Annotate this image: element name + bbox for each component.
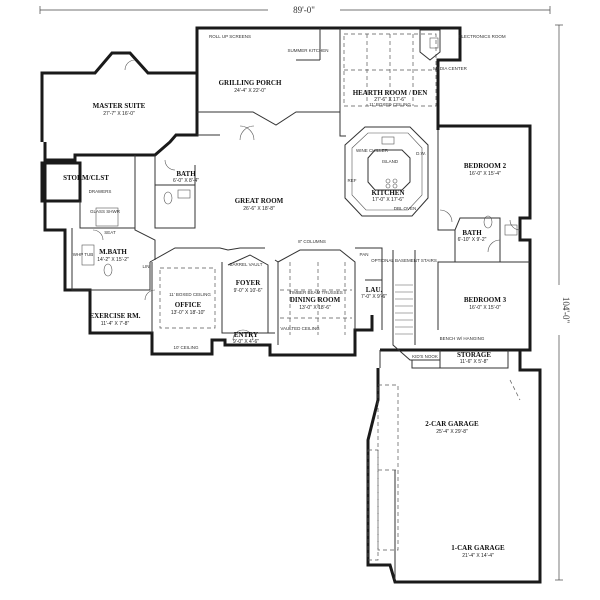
- note-refrigerator: REF: [348, 178, 357, 183]
- room-size-exercise-room: 11'-4" X 7'-8": [101, 321, 130, 327]
- note-island: ISLAND: [382, 159, 399, 164]
- note-timber-beam-trusses: TIMBER BEAM TRUSSES: [289, 290, 342, 295]
- room-size-1-car-garage: 21'-4" X 14'-4": [462, 553, 494, 559]
- room-size-foyer: 9'-0" X 10'-6": [234, 288, 263, 294]
- room-name-foyer: FOYER: [236, 279, 261, 287]
- room-name-office: OFFICE: [175, 301, 202, 309]
- room-name-great-room: GREAT ROOM: [235, 197, 284, 205]
- note-glass-shower: GLASS SHWR: [90, 209, 121, 214]
- room-name-grilling-porch: GRILLING PORCH: [219, 79, 282, 87]
- note-electronics-room: ELECTRONICS ROOM: [458, 34, 506, 39]
- room-name-hearth-room: HEARTH ROOM / DEN: [353, 89, 428, 97]
- room-size-office: 13'-0" X 18'-10": [171, 310, 206, 316]
- room-name-2-car-garage: 2-CAR GARAGE: [425, 420, 479, 428]
- room-name-1-car-garage: 1-CAR GARAGE: [451, 544, 505, 552]
- room-name-master-bath: M.BATH: [99, 248, 127, 256]
- basement-stairs: [395, 284, 413, 335]
- note-roll-up-screens: ROLL UP SCREENS: [209, 34, 251, 39]
- note-kids-nook: KID'S NOOK: [412, 354, 438, 359]
- room-name-storm-closet: STORM/CLST: [63, 174, 109, 182]
- note-office-ceiling: 10' CEILING: [173, 345, 199, 350]
- note-summer-kitchen: SUMMER KITCHEN: [287, 48, 328, 53]
- note-hearth-boxed-ceiling: 11' BOXED CEILING: [369, 102, 411, 107]
- room-name-exercise-room: EXERCISE RM.: [90, 312, 141, 320]
- room-size-laundry: 7'-0" X 9'-6": [361, 294, 387, 300]
- note-media-center: MEDIA CENTER: [433, 66, 468, 71]
- room-name-kitchen: KITCHEN: [371, 189, 404, 197]
- room-size-2-car-garage: 25'-4" X 29'-8": [436, 429, 468, 435]
- garage-doors: [367, 379, 521, 561]
- exterior-walls: [40, 26, 542, 584]
- room-size-hearth-room: 27'-6" X 17'-6": [374, 97, 406, 103]
- note-columns: 8" COLUMNS: [298, 239, 326, 244]
- note-vaulted-ceiling: VAULTED CEILING: [280, 326, 320, 331]
- room-size-bedroom-2: 16'-0" X 15'-4": [469, 171, 501, 177]
- bath-fixtures: [81, 189, 518, 277]
- note-double-oven: DBL OVEN: [394, 206, 417, 211]
- note-barrel-vault: BARREL VAULT: [230, 262, 263, 267]
- room-name-laundry: LAU.: [366, 286, 383, 294]
- room-name-storage: STORAGE: [457, 351, 491, 359]
- room-name-bath-master: BATH: [176, 170, 196, 178]
- interior-walls: [71, 28, 530, 580]
- width-dimension: 89'-0": [293, 5, 315, 15]
- overall-dimensions: 89'-0" 104'-0": [39, 5, 571, 581]
- room-size-grilling-porch: 24'-4" X 22'-0": [234, 88, 266, 94]
- room-size-bath-2: 6'-10" X 9'-2": [458, 237, 487, 243]
- depth-dimension: 104'-0": [561, 297, 571, 324]
- note-pantry: PAN: [360, 252, 369, 257]
- room-name-bath-2: BATH: [462, 229, 482, 237]
- note-wine-chiller: WINE CHILLER: [356, 148, 389, 153]
- room-size-bath-master: 6'-0" X 8'-4": [173, 178, 199, 184]
- note-optional-basement-stairs: OPTIONAL BASEMENT STAIRS: [371, 258, 437, 263]
- room-name-entry: ENTRY: [234, 331, 258, 339]
- room-name-bedroom-3: BEDROOM 3: [464, 296, 507, 304]
- office-ceiling: [159, 267, 216, 329]
- plan-notes: ROLL UP SCREENS SUMMER KITCHEN ELECTRONI…: [73, 34, 506, 359]
- room-labels: MASTER SUITE 27'-7" X 16'-0" GRILLING PO…: [63, 79, 506, 559]
- room-size-master-bath: 14'-2" X 15'-2": [97, 257, 129, 263]
- kitchen-layout: [344, 126, 429, 217]
- note-drawers: DRAWERS: [89, 189, 112, 194]
- room-name-dining-room: DINING ROOM: [290, 296, 341, 304]
- room-size-master-suite: 27'-7" X 16'-0": [103, 111, 135, 117]
- room-name-bedroom-2: BEDROOM 2: [464, 162, 507, 170]
- note-bench-hanging: BENCH W/ HANGING: [440, 336, 485, 341]
- note-linen: LIN: [142, 264, 149, 269]
- door-swings: [92, 59, 521, 341]
- room-size-storage: 11'-6" X 5'-8": [460, 359, 489, 365]
- note-seat: SEAT: [104, 230, 116, 235]
- note-whirlpool-tub: WHP TUB: [73, 252, 94, 257]
- room-size-dining-room: 13'-0" X 18'-6": [299, 305, 331, 311]
- room-size-great-room: 26'-6" X 18'-8": [243, 206, 275, 212]
- room-size-entry: 9'-0" X 4'-6": [233, 339, 259, 345]
- room-size-kitchen: 17'-0" X 17'-6": [372, 197, 404, 203]
- note-dishwasher: D.W.: [416, 151, 426, 156]
- note-office-boxed-ceiling: 11' BOXED CEILING: [169, 292, 211, 297]
- dining-ceiling: [280, 262, 352, 335]
- room-size-bedroom-3: 16'-0" X 15'-0": [469, 305, 501, 311]
- room-name-master-suite: MASTER SUITE: [93, 102, 146, 110]
- hearth-ceiling-pattern: [343, 29, 441, 107]
